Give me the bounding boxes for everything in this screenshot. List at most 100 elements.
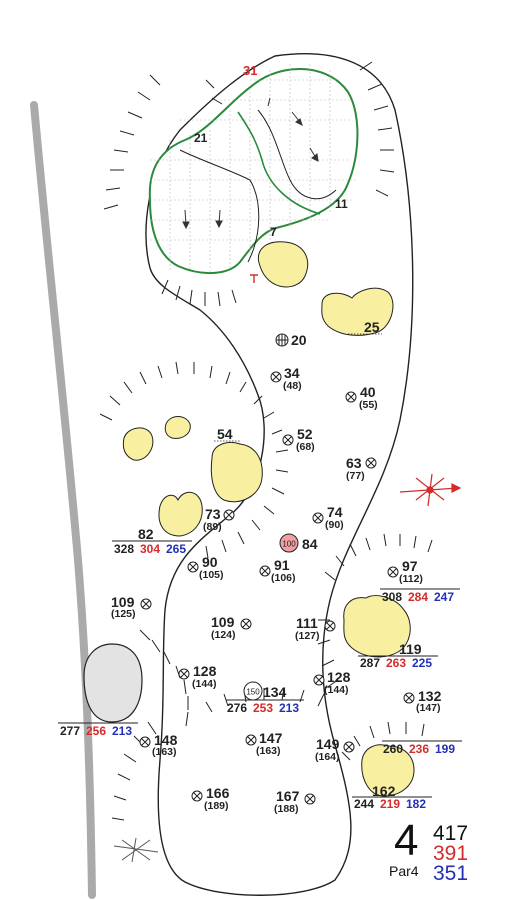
svg-text:(164): (164): [315, 751, 340, 763]
svg-text:(89): (89): [203, 521, 222, 533]
svg-text:(90): (90): [325, 519, 344, 531]
svg-text:(189): (189): [204, 800, 229, 812]
svg-text:100: 100: [282, 540, 296, 549]
svg-text:304: 304: [140, 542, 160, 556]
green-ridge: [179, 149, 260, 263]
bunker-left-73: [158, 491, 203, 537]
svg-text:287: 287: [360, 656, 380, 670]
svg-text:328: 328: [114, 542, 134, 556]
svg-text:265: 265: [166, 542, 186, 556]
svg-text:74: 74: [327, 504, 343, 520]
svg-text:(77): (77): [346, 470, 365, 482]
svg-text:84: 84: [302, 536, 318, 552]
bunker-left-54: [210, 442, 263, 503]
svg-text:52: 52: [297, 426, 313, 442]
svg-text:111: 111: [296, 615, 318, 631]
svg-text:54: 54: [217, 426, 233, 442]
svg-text:128: 128: [193, 663, 217, 679]
svg-text:225: 225: [412, 656, 432, 670]
svg-text:34: 34: [284, 365, 300, 381]
svg-text:97: 97: [402, 558, 418, 574]
svg-text:25: 25: [364, 319, 380, 335]
svg-text:(127): (127): [295, 630, 320, 642]
green-right-label: 11: [335, 197, 348, 211]
svg-text:(55): (55): [359, 399, 378, 411]
svg-text:149: 149: [316, 736, 340, 752]
green-back-label: 31: [243, 63, 257, 78]
svg-text:182: 182: [406, 797, 426, 811]
green-grid: [150, 64, 358, 274]
svg-text:147: 147: [259, 730, 283, 746]
svg-text:(125): (125): [111, 608, 136, 620]
svg-text:277: 277: [60, 724, 80, 738]
svg-text:263: 263: [386, 656, 406, 670]
svg-text:244: 244: [354, 797, 374, 811]
svg-text:(144): (144): [324, 684, 349, 696]
svg-text:247: 247: [434, 590, 454, 604]
svg-text:148: 148: [154, 732, 178, 748]
green-left-label: 21: [194, 131, 208, 145]
svg-text:166: 166: [206, 785, 230, 801]
svg-text:82: 82: [138, 526, 154, 542]
green-ridge: [257, 109, 337, 200]
svg-text:199: 199: [435, 742, 455, 756]
par-label: Par4: [389, 863, 419, 879]
svg-text:260: 260: [383, 742, 403, 756]
bunker-left-a: [122, 427, 154, 461]
marker-100-icon: 100: [279, 533, 299, 553]
svg-text:109: 109: [111, 594, 135, 610]
svg-text:(68): (68): [296, 441, 315, 453]
rough-hatching: [99, 61, 433, 821]
yardage-blue: 351: [433, 862, 468, 885]
svg-text:(112): (112): [399, 573, 423, 585]
svg-text:276: 276: [227, 701, 247, 715]
svg-text:(124): (124): [211, 629, 236, 641]
marker-icons: [139, 333, 415, 805]
yardage-red: 391: [433, 842, 468, 865]
tree: [83, 643, 143, 723]
svg-text:(188): (188): [274, 803, 299, 815]
svg-text:132: 132: [418, 688, 442, 704]
green-ridge: [237, 111, 321, 215]
svg-text:90: 90: [202, 554, 218, 570]
svg-text:213: 213: [279, 701, 299, 715]
svg-text:(163): (163): [152, 746, 177, 758]
svg-text:236: 236: [409, 742, 429, 756]
svg-text:(106): (106): [271, 572, 296, 584]
svg-text:150: 150: [246, 688, 260, 697]
distance-labels: 20 34 (48) 40 (55) 52 (68) 54 63 (77) 73…: [111, 319, 442, 815]
marker-150-icon: 150: [243, 681, 263, 701]
svg-text:(163): (163): [256, 745, 281, 757]
svg-text:167: 167: [276, 788, 300, 804]
compass-icon: [113, 837, 159, 863]
svg-text:213: 213: [112, 724, 132, 738]
bunker-right-149: [361, 744, 415, 797]
svg-text:134: 134: [263, 684, 287, 700]
svg-text:128: 128: [327, 669, 351, 685]
yardage-black: 417: [433, 822, 468, 845]
bunker-right-111: [343, 595, 411, 658]
green-front-label: 7: [270, 225, 277, 239]
svg-text:(144): (144): [192, 678, 217, 690]
svg-text:256: 256: [86, 724, 106, 738]
bunker-left-b: [164, 416, 191, 439]
slope-arrows: [182, 97, 319, 230]
svg-text:119: 119: [399, 641, 422, 657]
svg-text:(105): (105): [199, 569, 224, 581]
svg-text:20: 20: [291, 332, 307, 348]
bunker-front-green: [258, 241, 309, 288]
svg-text:162: 162: [372, 783, 396, 799]
svg-text:40: 40: [360, 384, 376, 400]
svg-text:(147): (147): [416, 702, 441, 714]
svg-text:253: 253: [253, 701, 273, 715]
front-tick: [250, 274, 258, 283]
svg-text:308: 308: [382, 590, 402, 604]
tee-yardage-rows: 328 304 265 308 284 247 287 263 225 276 …: [58, 540, 462, 811]
svg-text:284: 284: [408, 590, 428, 604]
svg-text:91: 91: [274, 557, 290, 573]
cart-path: [30, 101, 96, 899]
bunker-right-25: [321, 287, 394, 336]
hole-number: 4: [394, 816, 418, 865]
svg-text:109: 109: [211, 614, 235, 630]
